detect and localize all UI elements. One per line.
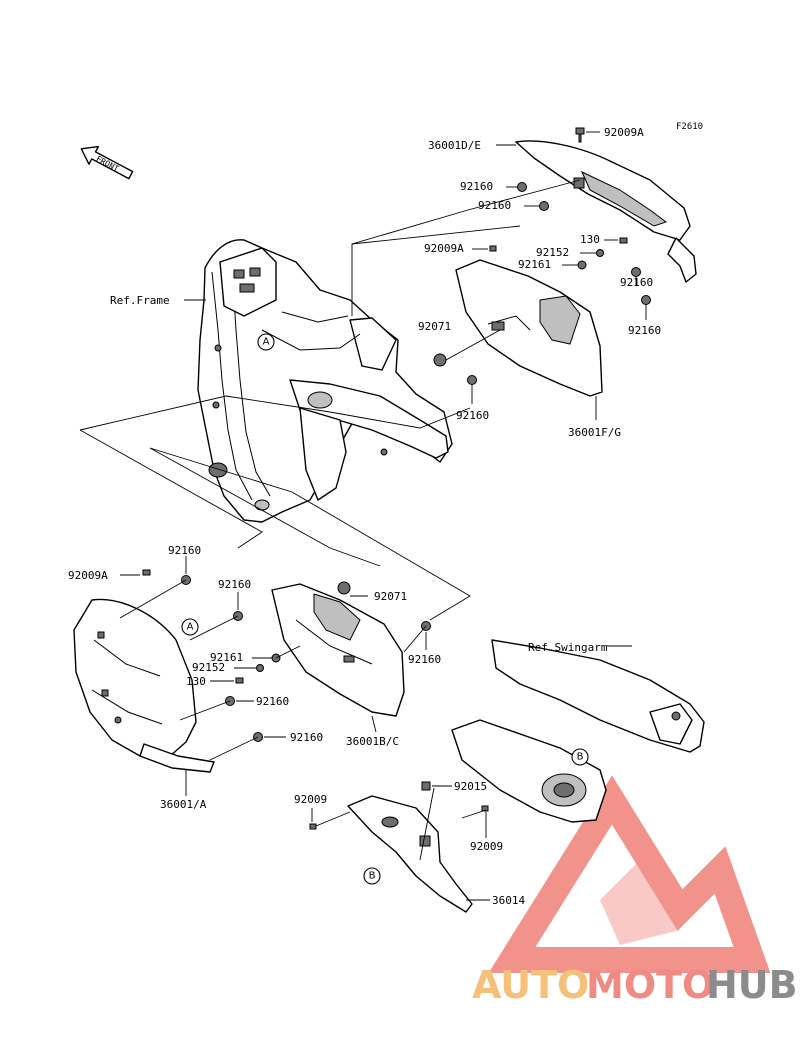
diagram-code: F2610 bbox=[676, 122, 703, 132]
marker-b-2: B bbox=[363, 867, 381, 885]
label-92160-e: 92160 bbox=[456, 409, 489, 422]
label-92160-b: 92160 bbox=[478, 199, 511, 212]
label-92160-c: 92160 bbox=[620, 276, 653, 289]
watermark-logo bbox=[488, 775, 771, 973]
label-92152-mid: 92152 bbox=[192, 661, 225, 674]
ref-frame-label: Ref.Frame bbox=[110, 294, 170, 307]
watermark-part1: AUTO bbox=[472, 963, 589, 1007]
label-92009A-left: 92009A bbox=[68, 569, 108, 582]
marker-b-2-label: B bbox=[369, 871, 376, 882]
front-arrow-icon: FRONT bbox=[80, 145, 134, 180]
marker-a-1-label: A bbox=[263, 337, 270, 348]
marker-a-1: A bbox=[257, 333, 275, 351]
lower-cover-36001BC bbox=[271, 583, 405, 717]
label-92071-mid: 92071 bbox=[374, 590, 407, 603]
label-92009-right: 92009 bbox=[470, 840, 503, 853]
label-92161-mid: 92161 bbox=[210, 651, 243, 664]
label-92160-a: 92160 bbox=[460, 180, 493, 193]
chain-guard-36014 bbox=[347, 795, 473, 913]
frame-assembly bbox=[197, 239, 453, 523]
label-92160-d: 92160 bbox=[628, 324, 661, 337]
label-92009A-top: 92009A bbox=[604, 126, 644, 139]
label-92009A-mid: 92009A bbox=[424, 242, 464, 255]
label-36001BC: 36001B/C bbox=[346, 735, 399, 748]
marker-a-2: A bbox=[181, 618, 199, 636]
marker-b-1: B bbox=[571, 748, 589, 766]
label-92160-i: 92160 bbox=[256, 695, 289, 708]
label-92160-g: 92160 bbox=[218, 578, 251, 591]
front-cover-36001A bbox=[73, 598, 215, 773]
front-arrow-label: FRONT bbox=[95, 154, 121, 173]
label-92160-h: 92160 bbox=[408, 653, 441, 666]
watermark-part2: MOTO bbox=[586, 963, 714, 1007]
marker-b-1-label: B bbox=[577, 752, 584, 763]
swingarm-assembly bbox=[451, 639, 705, 823]
label-92160-f: 92160 bbox=[168, 544, 201, 557]
label-92152-top: 92152 bbox=[536, 246, 569, 259]
label-36001DE: 36001D/E bbox=[428, 139, 481, 152]
label-92071-top: 92071 bbox=[418, 320, 451, 333]
side-cover-36001DE bbox=[515, 140, 697, 283]
label-92009-left: 92009 bbox=[294, 793, 327, 806]
side-cover-36001FG bbox=[455, 259, 603, 397]
label-36014: 36014 bbox=[492, 894, 525, 907]
label-36001A: 36001/A bbox=[160, 798, 207, 811]
label-92015: 92015 bbox=[454, 780, 487, 793]
watermark-part3: HUB bbox=[706, 963, 798, 1007]
label-92160-j: 92160 bbox=[290, 731, 323, 744]
lead-lines bbox=[79, 131, 647, 901]
watermark-text: AUTO MOTO HUB bbox=[472, 963, 798, 1007]
marker-a-2-label: A bbox=[187, 622, 194, 633]
label-130-top: 130 bbox=[580, 233, 600, 246]
label-36001FG: 36001F/G bbox=[568, 426, 621, 439]
label-130-mid: 130 bbox=[186, 675, 206, 688]
label-92161-top: 92161 bbox=[518, 258, 551, 271]
ref-swingarm-label: Ref.Swingarm bbox=[528, 641, 608, 654]
